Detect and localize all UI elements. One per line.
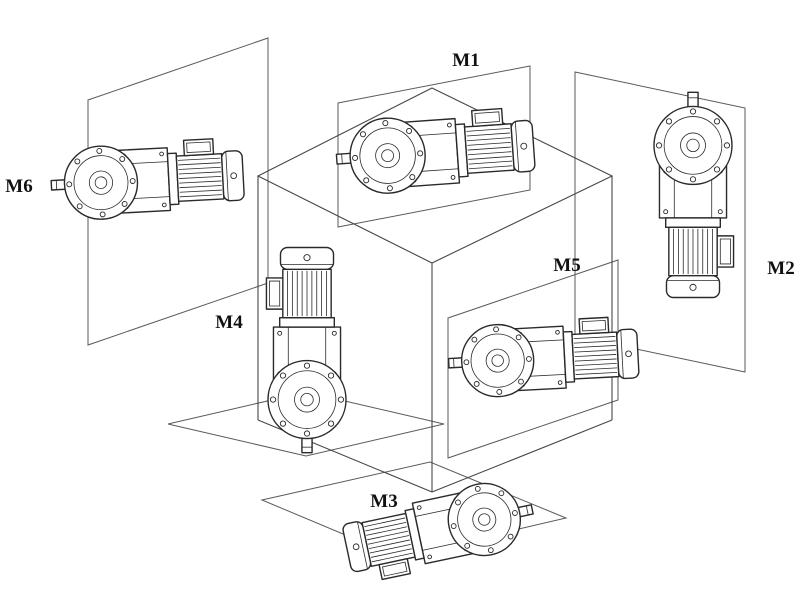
label-m5: M5 [553,255,580,276]
gearmotor-m1 [333,106,537,198]
mounting-plane-m1 [337,65,531,228]
label-m2: M2 [767,258,794,279]
mounting-plane-m4 [167,391,445,457]
label-m3: M3 [370,491,397,512]
gearmotor-m4 [265,246,347,454]
label-m6: M6 [5,176,32,197]
gearmotor-m2 [653,91,735,299]
gearmotor-m5 [446,315,641,400]
mounting-plane-m5 [447,259,619,459]
label-m1: M1 [452,50,479,71]
label-m4: M4 [215,312,243,333]
gearmotor-m6 [48,136,246,223]
